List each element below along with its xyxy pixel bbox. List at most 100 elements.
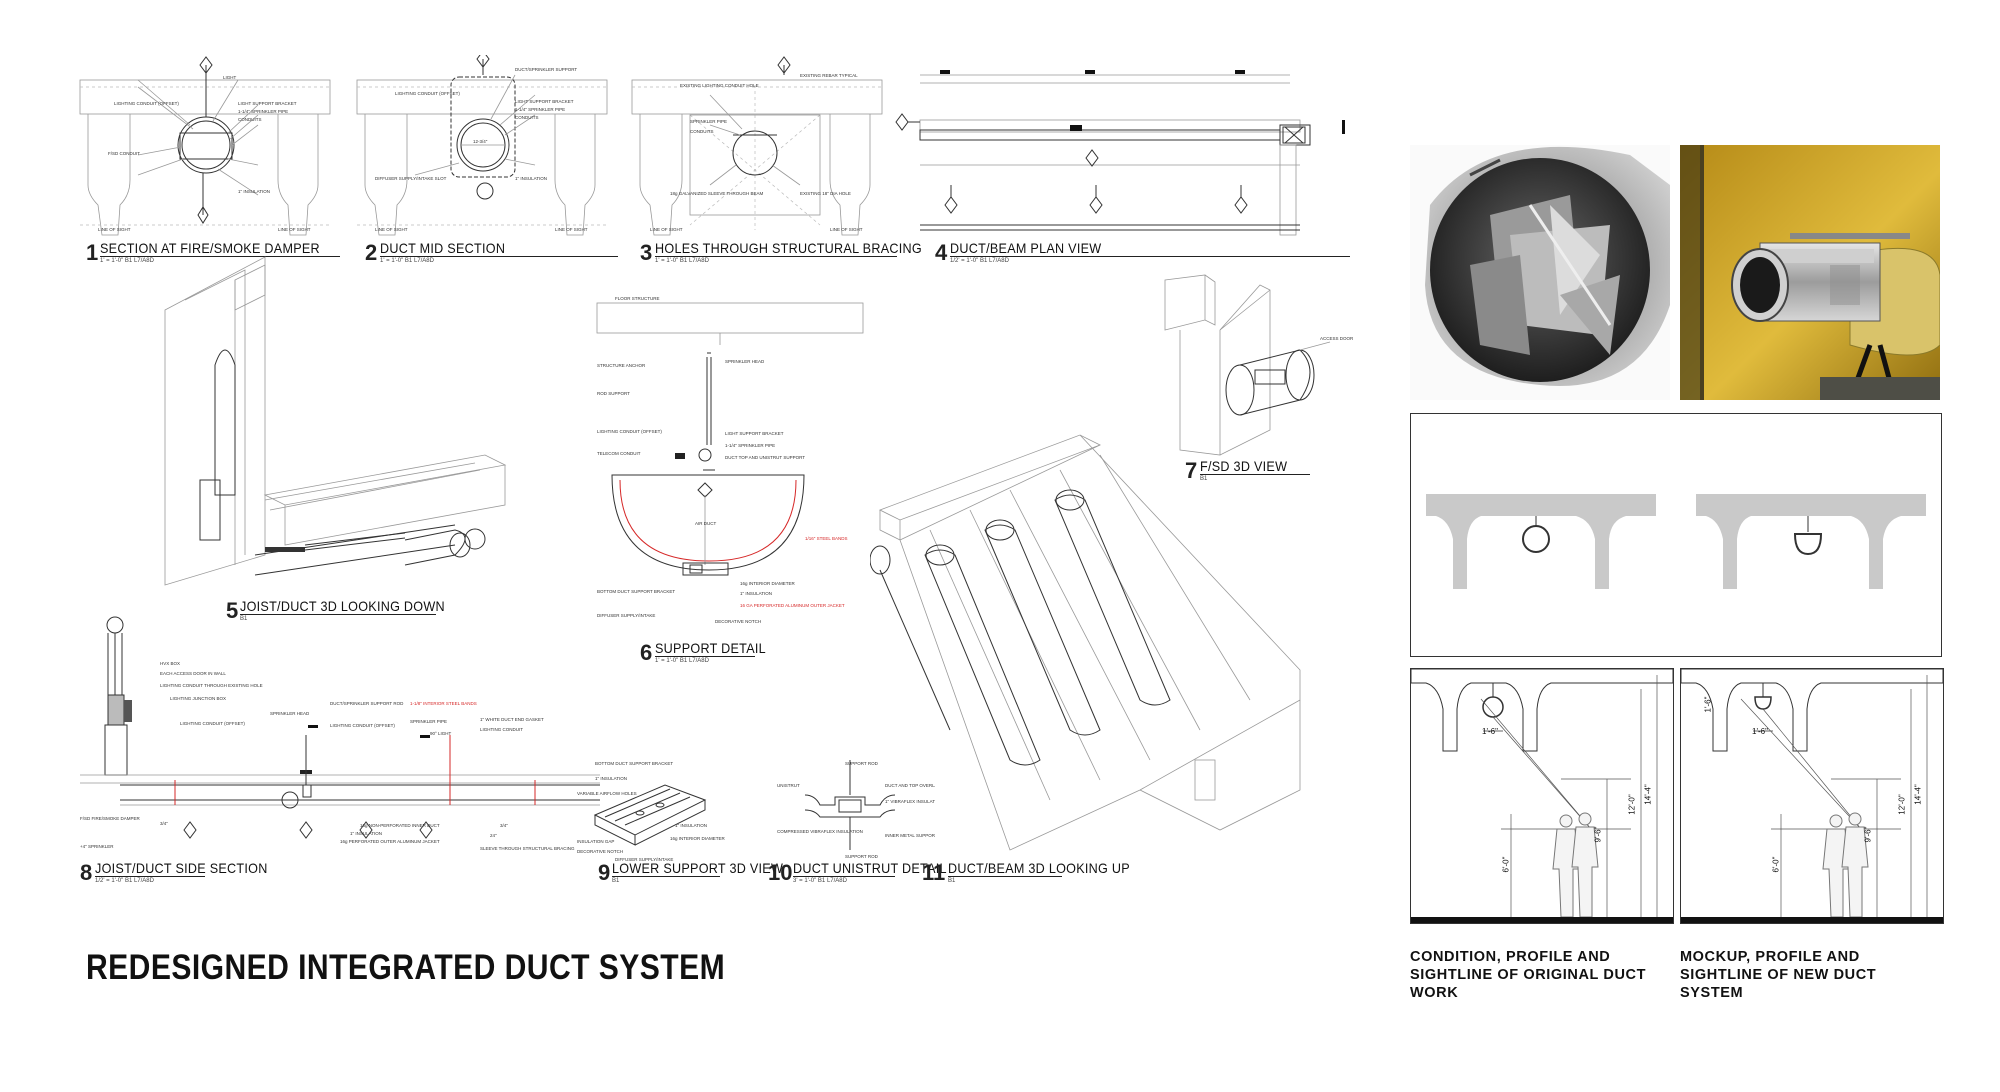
drawing-number: 4 <box>935 240 948 265</box>
photo-mockup-duct <box>1680 145 1940 400</box>
drawing-number: 9 <box>598 860 611 885</box>
svg-text:EXISTING REBAR TYPICAL: EXISTING REBAR TYPICAL <box>800 73 858 78</box>
drawing-label: HOLES THROUGH STRUCTURAL BRACING <box>655 240 922 256</box>
svg-text:F/SD FIRE/SMOKE DAMPER: F/SD FIRE/SMOKE DAMPER <box>80 816 141 821</box>
svg-text:1" INSULATION: 1" INSULATION <box>350 831 382 836</box>
drawing-number: 11 <box>922 860 946 885</box>
svg-text:ACCESS DOOR: ACCESS DOOR <box>1320 336 1354 341</box>
dim-person-old: 6'-0" <box>1501 856 1511 873</box>
drawing-label: SUPPORT DETAIL <box>655 640 766 656</box>
svg-text:SPRINKLER PIPE: SPRINKLER PIPE <box>690 119 727 124</box>
svg-text:F/SD CONDUIT: F/SD CONDUIT <box>108 151 140 156</box>
svg-text:DIFFUSER SUPPLY/INTAKE: DIFFUSER SUPPLY/INTAKE <box>597 613 655 618</box>
svg-text:16g NON-PERFORATED INNER DUCT: 16g NON-PERFORATED INNER DUCT <box>360 823 440 828</box>
svg-text:DUCT/SPRINKLER SUPPORT: DUCT/SPRINKLER SUPPORT <box>515 67 577 72</box>
drawing-label: DUCT UNISTRUT DETAIL <box>793 860 947 876</box>
drawing-scale: B1 <box>948 878 956 884</box>
label-underline <box>95 876 205 877</box>
svg-text:1-1/4" SPRINKLER PIPE: 1-1/4" SPRINKLER PIPE <box>515 107 565 112</box>
svg-text:EXISTING LIGHTING CONDUIT HOLE: EXISTING LIGHTING CONDUIT HOLE <box>680 83 759 88</box>
svg-text:LIGHT SUPPORT BRACKET: LIGHT SUPPORT BRACKET <box>725 431 784 436</box>
drawing-scale: B1 <box>240 616 248 622</box>
drawing-duct-beam-3d-up <box>870 434 1301 851</box>
drawing-number: 8 <box>80 860 93 885</box>
label-underline <box>793 876 895 877</box>
svg-text:LIGHTING CONDUIT (OFFSET): LIGHTING CONDUIT (OFFSET) <box>597 429 662 434</box>
caption-original: CONDITION, PROFILE AND SIGHTLINE OF ORIG… <box>1410 949 1647 1001</box>
dim-sightline-new: 9'-6" <box>1863 826 1873 843</box>
svg-text:CONDUITS: CONDUITS <box>515 115 539 120</box>
svg-text:SPRINKLER HEAD: SPRINKLER HEAD <box>270 711 310 716</box>
svg-text:SPRINKLER HEAD: SPRINKLER HEAD <box>725 359 765 364</box>
svg-text:FLOOR STRUCTURE: FLOOR STRUCTURE <box>615 296 660 301</box>
drawing-label: JOIST/DUCT SIDE SECTION <box>95 860 268 876</box>
drawing-duct-mid-section: 12-3/4" DUCT/SPRINKLER SUPPORT LIGHT SUP… <box>356 55 608 236</box>
svg-text:VARIABLE AIRFLOW HOLES: VARIABLE AIRFLOW HOLES <box>577 791 637 796</box>
svg-text:TELECOM CONDUIT: TELECOM CONDUIT <box>597 451 641 456</box>
drawing-joist-duct-3d-down <box>164 256 507 586</box>
label-underline <box>950 256 1350 257</box>
label-underline <box>655 656 755 657</box>
drawing-label: SECTION AT FIRE/SMOKE DAMPER <box>100 240 320 256</box>
label-underline <box>948 876 1062 877</box>
svg-text:16 GA PERFORATED ALUMINUM OUTE: 16 GA PERFORATED ALUMINUM OUTER JACKET <box>740 603 845 608</box>
drawing-label: LOWER SUPPORT 3D VIEW <box>612 860 784 876</box>
drawing-number: 1 <box>86 240 99 265</box>
svg-text:LIGHTING CONDUIT (OFFSET): LIGHTING CONDUIT (OFFSET) <box>395 91 460 96</box>
svg-text:DIFFUSER SUPPLY/INTAKE SLOT: DIFFUSER SUPPLY/INTAKE SLOT <box>375 176 447 181</box>
svg-text:COMPRESSED VIBRAFLEX INSULATIO: COMPRESSED VIBRAFLEX INSULATION <box>777 829 863 834</box>
drawing-fsd-3d-view: ACCESS DOOR <box>1164 274 1354 456</box>
svg-text:SUPPORT ROD: SUPPORT ROD <box>845 854 879 859</box>
label-underline <box>240 614 436 615</box>
svg-text:LINE OF SIGHT: LINE OF SIGHT <box>830 227 863 232</box>
drawing-scale: 1' = 1'-0" B1 L7/A8D <box>380 258 434 264</box>
profile-comparison-panel <box>1410 413 1942 657</box>
svg-text:LINE OF SIGHT: LINE OF SIGHT <box>278 227 311 232</box>
sightline-mockup-panel <box>1680 668 1944 924</box>
label-underline <box>380 256 618 257</box>
drawing-label: F/SD 3D VIEW <box>1200 458 1288 474</box>
drawing-scale: 1/2' = 1'-0" B1 L7/A8D <box>95 878 154 884</box>
drawing-number: 2 <box>365 240 378 265</box>
svg-text:24": 24" <box>490 833 497 838</box>
svg-text:SPRINKLER PIPE: SPRINKLER PIPE <box>410 719 447 724</box>
svg-text:LIGHT: LIGHT <box>223 75 237 80</box>
drawing-scale: 3' = 1'-0" B1 L7/A8D <box>793 878 847 884</box>
svg-text:LIGHT SUPPORT BRACKET: LIGHT SUPPORT BRACKET <box>238 101 297 106</box>
drawing-number: 3 <box>640 240 653 265</box>
svg-text:12-3/4": 12-3/4" <box>473 139 488 144</box>
label-underline <box>612 876 720 877</box>
svg-text:AIR DUCT: AIR DUCT <box>695 521 717 526</box>
svg-text:1" INSULATION: 1" INSULATION <box>515 176 547 181</box>
drawing-number: 6 <box>640 640 653 665</box>
svg-text:DECORATIVE NOTCH: DECORATIVE NOTCH <box>577 849 623 854</box>
svg-text:CONDUITS: CONDUITS <box>690 129 714 134</box>
svg-text:16g INTERIOR DIAMETER: 16g INTERIOR DIAMETER <box>670 836 726 841</box>
caption-mockup: MOCKUP, PROFILE AND SIGHTLINE OF NEW DUC… <box>1680 949 1877 1001</box>
svg-text:SLEEVE THROUGH STRUCTURAL BRAC: SLEEVE THROUGH STRUCTURAL BRACING <box>480 846 575 851</box>
svg-text:EACH ACCESS DOOR IN WALL: EACH ACCESS DOOR IN WALL <box>160 671 226 676</box>
svg-text:3/4": 3/4" <box>500 823 508 828</box>
drawing-scale: 1' = 1'-0" B1 L7/A8D <box>655 258 709 264</box>
dim-beam-new: 12'-0" <box>1897 794 1907 815</box>
svg-text:16g INTERIOR DIAMETER: 16g INTERIOR DIAMETER <box>740 581 796 586</box>
dim-floor-new: 14'-4" <box>1913 784 1923 805</box>
drawing-duct-beam-plan <box>895 70 1345 236</box>
sightline-original-panel <box>1410 668 1674 924</box>
dim-sightline-old: 9'-6" <box>1593 826 1603 843</box>
drawing-section-fire-smoke-damper: LIGHTING CONDUIT (OFFSET) LIGHT LIGHT SU… <box>79 56 331 236</box>
drawing-support-detail: FLOOR STRUCTURE STRUCTURE ANCHOR ROD SUP… <box>596 296 864 624</box>
dim-beam-old: 12'-0" <box>1627 794 1637 815</box>
dim-duct-old: 1'-6" <box>1482 727 1498 736</box>
svg-text:LIGHTING CONDUIT THROUGH EXIST: LIGHTING CONDUIT THROUGH EXISTING HOLE <box>160 683 263 688</box>
drawing-duct-unistrut-detail: SUPPORT ROD UNISTRUT DUCT AND TOP OVERLA… <box>777 760 935 859</box>
drawing-label: DUCT/BEAM 3D LOOKING UP <box>948 860 1130 876</box>
svg-text:1" INSULATION: 1" INSULATION <box>740 591 772 596</box>
svg-text:1-1/4" SPRINKLER PIPE: 1-1/4" SPRINKLER PIPE <box>725 443 775 448</box>
photo-original-duct <box>1410 145 1670 400</box>
dim-floor-old: 14'-4" <box>1643 784 1653 805</box>
svg-text:1/16" STEEL BANDS: 1/16" STEEL BANDS <box>805 536 847 541</box>
svg-text:1-1/4" SPRINKLER PIPE: 1-1/4" SPRINKLER PIPE <box>238 109 288 114</box>
svg-text:LINE OF SIGHT: LINE OF SIGHT <box>375 227 408 232</box>
svg-text:DIFFUSER SUPPLY/INTAKE: DIFFUSER SUPPLY/INTAKE <box>615 857 673 862</box>
